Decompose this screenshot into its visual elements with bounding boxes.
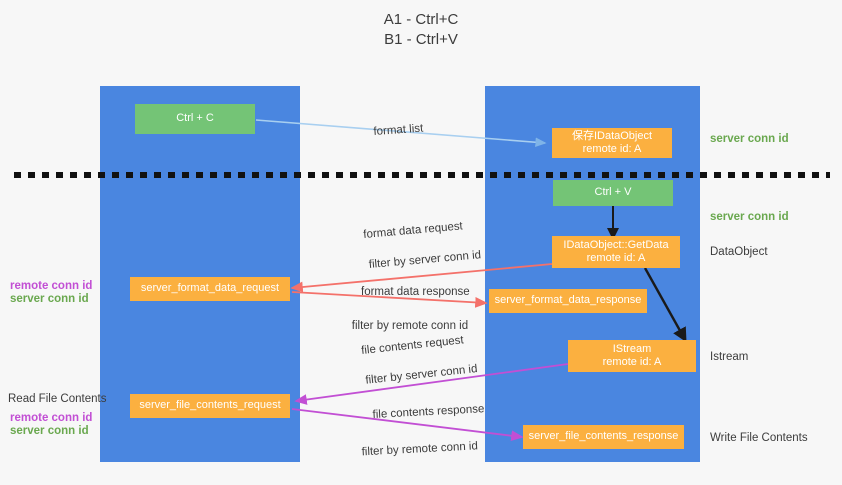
annotation-read-file-contents: Read File Contents <box>8 393 107 405</box>
node-ctrl-v[interactable]: Ctrl + V <box>553 180 673 206</box>
annotation-server-conn-id-1: server conn id <box>710 133 789 145</box>
node-istream-line1: IStream <box>612 342 652 355</box>
edge-label-format-data-response: format data response <box>361 286 470 298</box>
annotation-left-remote-conn-id-2: remote conn id <box>10 412 93 424</box>
edge-label-format-data-response-filter: filter by remote conn id <box>339 305 468 347</box>
annotation-left-server-conn-id-2: server conn id <box>10 425 89 437</box>
node-getdata[interactable]: IDataObject::GetData remote id: A <box>552 236 680 268</box>
node-server-format-data-request[interactable]: server_format_data_request <box>130 277 290 301</box>
annotation-left-remote-conn-id-1: remote conn id <box>10 280 93 292</box>
node-save-idataobject-line1: 保存IDataObject <box>571 129 653 142</box>
node-server-file-contents-request[interactable]: server_file_contents_request <box>130 394 290 418</box>
filter-prefix: filter by <box>364 370 407 387</box>
annotation-server-conn-id-2: server conn id <box>710 211 789 223</box>
filter-prefix: filter by <box>368 255 410 271</box>
node-ctrl-c[interactable]: Ctrl + C <box>135 104 255 134</box>
filter-key-remote-conn-id: remote conn id <box>392 320 469 332</box>
filter-prefix: filter by <box>351 320 393 332</box>
annotation-write-file-contents: Write File Contents <box>710 432 808 444</box>
annotation-dataobject: DataObject <box>710 246 768 258</box>
node-server-format-data-response-label: server_format_data_response <box>494 294 642 307</box>
filter-key-server-conn-id: server conn id <box>408 249 482 268</box>
node-ctrl-v-line1: Ctrl + V <box>594 186 632 199</box>
annotation-istream: Istream <box>710 351 749 363</box>
node-getdata-line2: remote id: A <box>586 252 646 264</box>
edge-label-file-contents-response: file contents response <box>372 403 485 422</box>
node-istream[interactable]: IStream remote id: A <box>568 340 696 372</box>
node-istream-line2: remote id: A <box>602 356 662 368</box>
node-save-idataobject-line2: remote id: A <box>582 143 642 155</box>
filter-key-remote-conn-id: remote conn id <box>401 440 479 457</box>
edge-label-file-contents-response-filter: filter by remote conn id <box>348 425 479 474</box>
node-server-format-data-request-label: server_format_data_request <box>140 282 280 295</box>
node-getdata-line1: IDataObject::GetData <box>563 238 669 251</box>
node-ctrl-c-line1: Ctrl + C <box>176 112 214 125</box>
filter-prefix: filter by <box>361 444 403 459</box>
node-server-file-contents-response[interactable]: server_file_contents_response <box>523 425 684 449</box>
node-server-file-contents-response-label: server_file_contents_response <box>528 430 679 443</box>
node-save-idataobject[interactable]: 保存IDataObject remote id: A <box>552 128 672 158</box>
edge-label-format-list: format list <box>373 122 424 139</box>
edge-label-format-data-request-filter: filter by server conn id <box>354 234 482 287</box>
filter-key-server-conn-id: server conn id <box>404 363 479 383</box>
page-title: A1 - Ctrl+C B1 - Ctrl+V <box>383 11 459 48</box>
node-server-file-contents-request-label: server_file_contents_request <box>139 399 281 412</box>
node-server-format-data-response[interactable]: server_format_data_response <box>489 289 647 313</box>
annotation-left-server-conn-id-1: server conn id <box>10 293 89 305</box>
